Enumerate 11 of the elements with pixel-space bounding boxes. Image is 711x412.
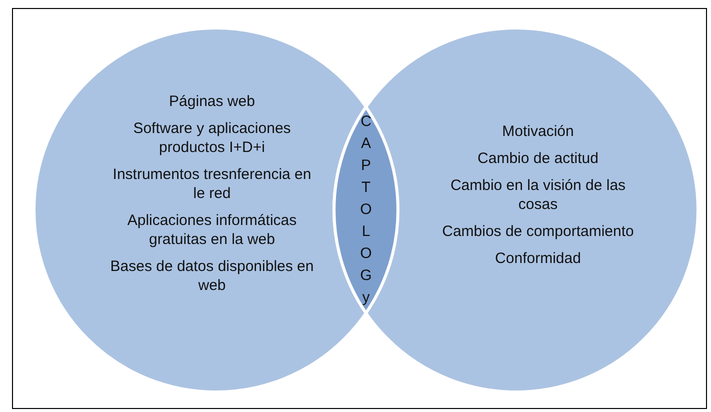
item-text: Conformidad: [495, 249, 581, 268]
item-text: Bases de datos disponibles en web: [109, 257, 315, 295]
item-text: Cambio de actitud: [478, 149, 598, 168]
item-text: Instrumentos tresnferencia en le red: [112, 165, 312, 203]
item-text: Cambios de comportamiento: [442, 222, 634, 241]
item-text: Aplicaciones informáticas gratuitas en la web: [126, 211, 298, 249]
item-text: Cambio en la visión de las cosas: [449, 176, 627, 214]
vertical-label: C A P T O L O G y: [360, 112, 372, 308]
item-text: Software y aplicaciones productos I+D+i: [132, 119, 292, 157]
item-text: Motivación: [502, 122, 574, 141]
item-text: Páginas web: [169, 92, 255, 111]
